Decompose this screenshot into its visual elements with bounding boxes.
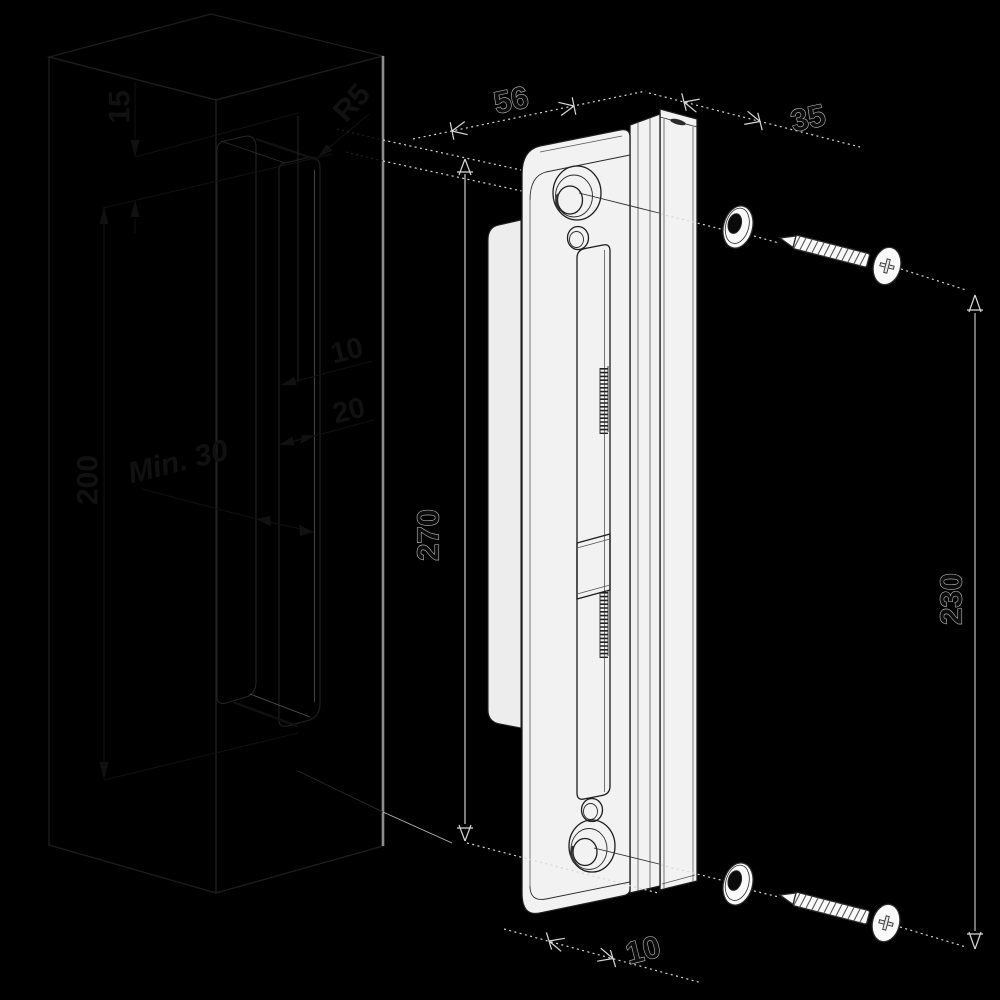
- dim-slot-offset: 10: [280, 332, 373, 386]
- open-arrow-icon: [681, 93, 700, 113]
- ref-line-slot-bottom: [103, 732, 299, 781]
- open-arrow-down-icon: [967, 931, 983, 950]
- arrow-left-icon: [279, 436, 295, 446]
- open-arrow-up-icon: [967, 294, 983, 313]
- arrow-right-icon: [299, 525, 314, 536]
- mortise-top-left-edge: [220, 140, 286, 164]
- wooden-post: [46, 13, 385, 894]
- ref-line-top: [134, 112, 299, 158]
- keep-back-flange: [659, 108, 698, 891]
- dim-20-label: 20: [329, 392, 368, 431]
- ref-line-slot-top: [102, 153, 333, 209]
- open-arrow-icon: [597, 947, 617, 968]
- washer-bottom: [722, 862, 754, 906]
- mortise-floor-outline: [216, 135, 257, 704]
- keep-pin-hole-top: [566, 225, 590, 251]
- mortise-bottom-right-edge: [249, 693, 311, 718]
- mortise-opening-outline: [278, 156, 321, 728]
- screw-axis-line: [578, 192, 660, 214]
- dim-270-label: 270: [411, 509, 446, 561]
- keep-center-slot: [576, 244, 611, 800]
- dim-35-label: 35: [787, 97, 828, 138]
- screw-threads: [793, 893, 867, 923]
- dim-post-top-offset: 15: [102, 82, 333, 233]
- open-arrow-icon: [449, 121, 468, 140]
- dim-keep-height: 270: [410, 158, 659, 894]
- arrow-left-icon: [281, 376, 297, 386]
- screw-shank: [792, 891, 871, 925]
- arrow-up-icon: [130, 200, 140, 217]
- open-arrow-down-icon: [457, 824, 473, 842]
- screw-head-bottom: [871, 903, 901, 943]
- phillips-slot-icon: [882, 915, 890, 931]
- arrow-down-icon: [130, 140, 140, 157]
- arrow-corner-icon: [318, 144, 333, 157]
- mortise-bottom-wall-edge: [232, 700, 298, 728]
- mortise-top-wall-edge: [255, 137, 319, 162]
- screw-assembly-top: [578, 192, 967, 291]
- screw-shank: [792, 234, 871, 268]
- open-arrow-icon: [744, 110, 763, 131]
- keep-side-face: [629, 113, 661, 894]
- open-arrow-up-icon: [457, 158, 473, 176]
- phillips-slot-icon: [883, 258, 891, 274]
- dim-230-label: 230: [934, 573, 969, 625]
- arrow-right-icon: [300, 435, 316, 444]
- dim-keep-width: 56: [412, 79, 647, 140]
- keep-rack-lower: [599, 590, 609, 658]
- open-arrow-icon: [558, 97, 577, 116]
- gate-keep: [487, 108, 698, 915]
- open-arrow-icon: [545, 932, 565, 952]
- keep-rear-tongue: [487, 219, 522, 729]
- dim-screw-spacing: 230: [933, 294, 983, 950]
- dim-bottom-clearance: 10: [503, 928, 703, 984]
- screw-assembly-bottom: [593, 847, 967, 948]
- screw-axis-line: [593, 847, 660, 865]
- dim-mortise-length: 200: [72, 206, 299, 781]
- dim-200-label: 200: [72, 455, 105, 505]
- dim-slot-width: 20: [278, 392, 375, 446]
- arrow-left-icon: [256, 516, 271, 527]
- arrow-down-icon: [99, 762, 109, 780]
- keep-pin-hole-bottom: [580, 797, 604, 823]
- keep-rack-upper: [599, 366, 609, 434]
- keep-front-plate: [521, 129, 631, 915]
- washer-top: [722, 205, 754, 249]
- screw-head-top: [872, 246, 902, 286]
- keep-screw-hole-bottom: [568, 797, 616, 873]
- flange-top-slot: [670, 118, 686, 126]
- screw-threads: [793, 236, 867, 266]
- dim-15-label: 15: [104, 90, 137, 123]
- keep-adjuster-block: [576, 533, 611, 600]
- screw-top: [778, 234, 871, 268]
- arrow-up-icon: [99, 206, 109, 224]
- screw-bottom: [778, 891, 871, 925]
- dim-keep-depth: 35: [648, 92, 861, 148]
- dim-56-label: 56: [490, 79, 531, 120]
- dim-10-label: 10: [327, 332, 366, 371]
- alignment-leaders: [297, 128, 532, 844]
